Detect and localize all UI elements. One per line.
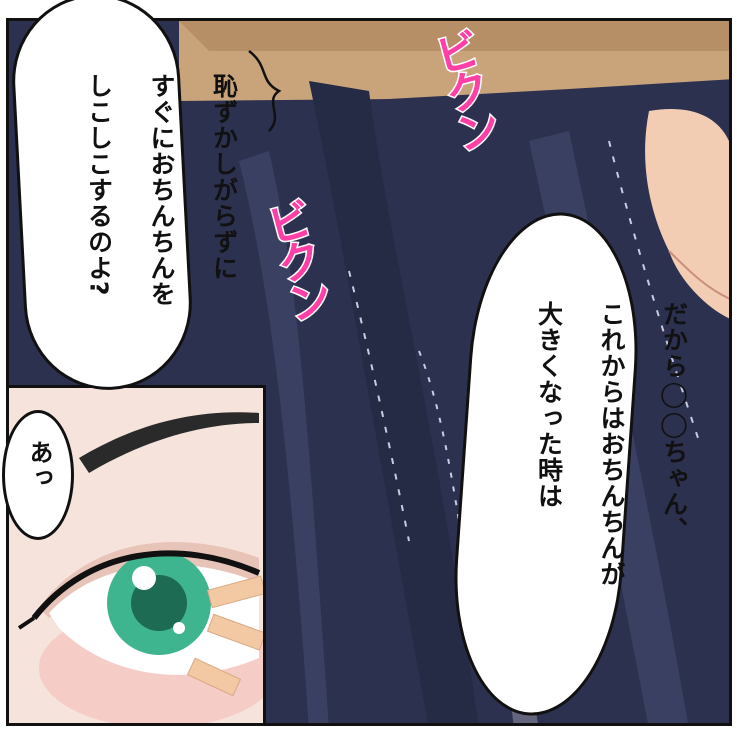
right-line-3: 大きくなった時は (534, 300, 564, 509)
eye-speech-text: あっ (25, 440, 53, 490)
eye-speech-bubble (2, 410, 74, 540)
left-speech-text: 恥ずかしがらずに すぐにおちんちんを しこしこするのよ? (52, 34, 271, 354)
left-line-3: しこしこするのよ? (84, 72, 114, 297)
right-line-2: これからはおちんちんが (597, 300, 626, 587)
right-speech-text: だから◯◯ちゃん、 これからはおちんちんが 大きくなった時は (502, 262, 721, 662)
left-line-1: 恥ずかしがらずに (209, 72, 239, 281)
right-line-1: だから◯◯ちゃん、 (659, 300, 689, 543)
left-line-2: すぐにおちんちんを (147, 72, 176, 307)
